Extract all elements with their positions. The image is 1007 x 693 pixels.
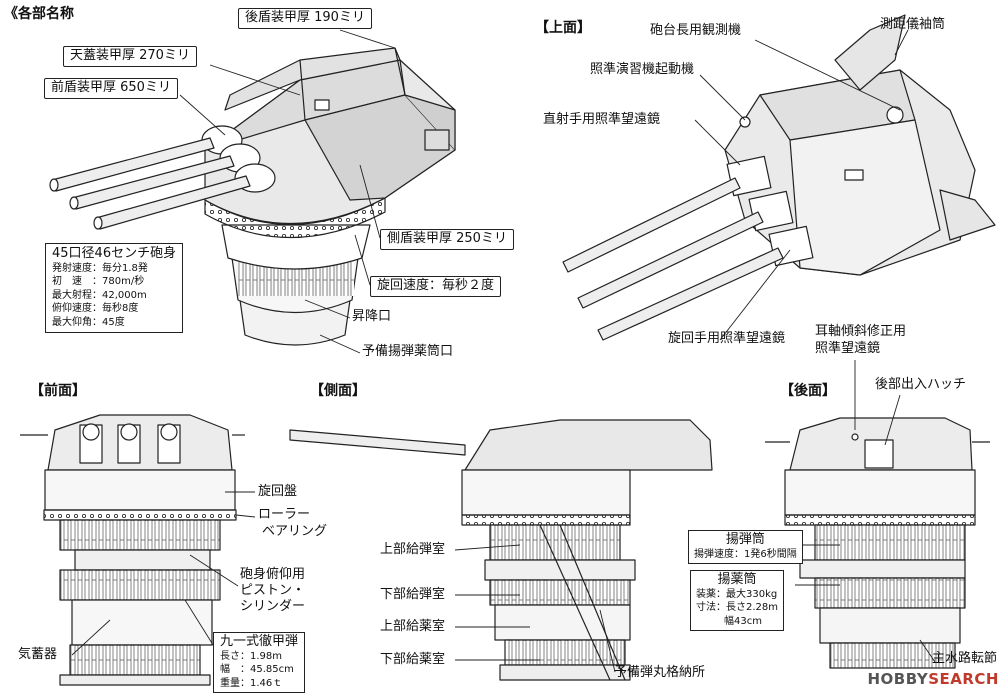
label-reserve-store: 予備弾丸格納所 [614,665,706,680]
label-rotation-speed: 旋回速度：毎秒２度 [370,276,502,297]
shell-spec-line: 重量：1.46ｔ [220,677,283,689]
heading-top-view: 【上面】 [535,20,591,36]
shell-spec-line: 幅 ：45.85cm [220,664,294,676]
powder-hoist-title: 揚薬筒 [717,572,757,587]
gun-spec-title: 45口径46センチ砲身 [52,246,177,261]
watermark-brand-a: HOBBY [867,670,929,688]
side-view-illustration [289,419,713,681]
shell-spec-title: 九一式徹甲弾 [220,634,299,649]
label-accumulator: 気蓄器 [18,647,58,662]
label-commander-scope: 砲台長用観測機 [650,23,742,38]
shell-hoist-spec: 揚弾速度：1発6秒間隔 [694,548,797,560]
label-trunnion-scope-2: 照準望遠鏡 [815,341,881,356]
label-roof-armor: 天蓋装甲厚 270ミリ [63,46,197,67]
gun-spec-line: 発射速度：毎分1.8発 [52,262,148,274]
heading-rear-view: 【後面】 [780,383,836,399]
label-training-motor: 照準演習機起動機 [590,62,695,77]
label-rangefinder-sleeve: 測距儀袖筒 [880,17,946,32]
gun-spec-line: 初 速 ：780m/秒 [52,276,145,288]
shell-spec-box: 九一式徹甲弾 長さ：1.98m 幅 ：45.85cm 重量：1.46ｔ [213,632,306,693]
label-trunnion-scope-1: 耳軸傾斜修正用 [815,324,907,339]
label-hatch: 昇降口 [352,309,392,324]
gun-spec-line: 俯仰速度：毎秒8度 [52,303,139,315]
powder-spec-line: 寸法：長さ2.28m [696,602,779,614]
gun-spec-line: 最大射程：42,000m [52,289,147,301]
label-direct-scope: 直射手用照準望遠鏡 [543,112,661,127]
label-side-armor: 側盾装甲厚 250ミリ [380,229,514,250]
label-turntable: 旋回盤 [258,484,298,499]
label-reserve-hatch: 予備揚弾薬筒口 [362,344,454,359]
powder-spec-line: 装薬：最大330kg [696,588,778,600]
label-piston-2: ピストン・ [240,583,306,598]
top-view-illustration [562,14,996,341]
label-lower-powder-room: 下部給薬室 [380,652,446,667]
label-front-armor: 前盾装甲厚 650ミリ [44,78,178,99]
label-lower-shell-room: 下部給弾室 [380,587,446,602]
label-upper-shell-room: 上部給弾室 [380,542,446,557]
gun-spec-line: 最大仰角：45度 [52,316,125,328]
gun-spec-box: 45口径46センチ砲身 発射速度：毎分1.8発 初 速 ：780m/秒 最大射程… [45,243,184,334]
powder-spec-line: 幅43cm [724,615,762,627]
label-water-joint: 主水路転節 [932,651,998,666]
label-piston-3: シリンダー [240,599,306,614]
powder-hoist-box: 揚薬筒 装薬：最大330kg 寸法：長さ2.28m 幅43cm [690,570,785,632]
heading-front-view: 【前面】 [30,383,86,399]
shell-spec-line: 長さ：1.98m [220,650,283,662]
watermark: HOBBYSEARCH [868,670,1000,688]
leader-lines [71,29,936,673]
label-traverse-scope: 旋回手用照準望遠鏡 [668,331,786,346]
front-view-illustration [20,414,245,686]
label-rear-armor: 後盾装甲厚 190ミリ [238,8,372,29]
label-rear-hatch: 後部出入ハッチ [875,377,967,392]
label-upper-powder-room: 上部給薬室 [380,619,446,634]
heading-side-view: 【側面】 [310,383,366,399]
watermark-brand-b: SEARCH [928,670,999,688]
label-piston-1: 砲身俯仰用 [240,567,306,582]
heading-parts: 《各部名称 [4,6,74,22]
rear-view-illustration [765,417,990,669]
shell-hoist-title: 揚弾筒 [725,532,765,547]
label-roller-1: ローラー [258,507,311,522]
label-roller-2: ベアリング [262,524,328,539]
shell-hoist-box: 揚弾筒 揚弾速度：1発6秒間隔 [688,530,803,565]
